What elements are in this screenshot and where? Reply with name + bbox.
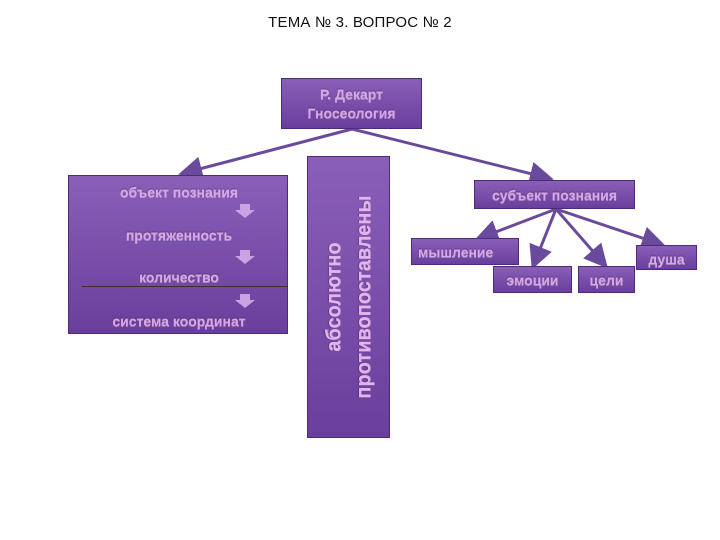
connector-subject-to-thinking <box>474 207 557 243</box>
root-line-2: Гносеология <box>307 105 396 121</box>
object-item-0: объект познания <box>119 184 238 200</box>
connector-root-to-subject <box>351 127 554 186</box>
object-item-2: количество <box>139 269 219 285</box>
divider-line <box>82 286 288 287</box>
opposition-text: абсолютно противопоставлены <box>319 156 379 438</box>
subject-node: субъект познания <box>474 180 635 209</box>
root-line-1: Р. Декарт <box>320 86 383 102</box>
connector-root-to-object <box>178 127 353 181</box>
object-panel: объект познания протяженность количество… <box>68 175 288 334</box>
object-item-3: система координат <box>112 313 246 329</box>
connector-subject-to-soul <box>555 207 666 250</box>
opposition-node: абсолютно противопоставлены <box>307 156 390 438</box>
connector-subject-to-emotions <box>529 208 558 270</box>
page-title: ТЕМА № 3. ВОПРОС № 2 <box>268 14 452 31</box>
connector-subject-to-goals <box>554 208 608 269</box>
opposition-line-1: абсолютно <box>322 242 345 352</box>
subject-child-emotions: эмоции <box>493 266 572 293</box>
object-item-1: протяженность <box>125 227 233 243</box>
opposition-line-2: противопоставлены <box>352 195 375 399</box>
subject-child-thinking: мышление <box>411 238 519 265</box>
down-arrow-icon <box>235 250 255 264</box>
subject-child-goals: цели <box>578 266 635 293</box>
down-arrow-icon <box>235 294 255 308</box>
root-node: Р. Декарт Гносеология <box>281 78 422 129</box>
subject-child-soul: душа <box>636 245 697 270</box>
down-arrow-icon <box>235 204 255 218</box>
